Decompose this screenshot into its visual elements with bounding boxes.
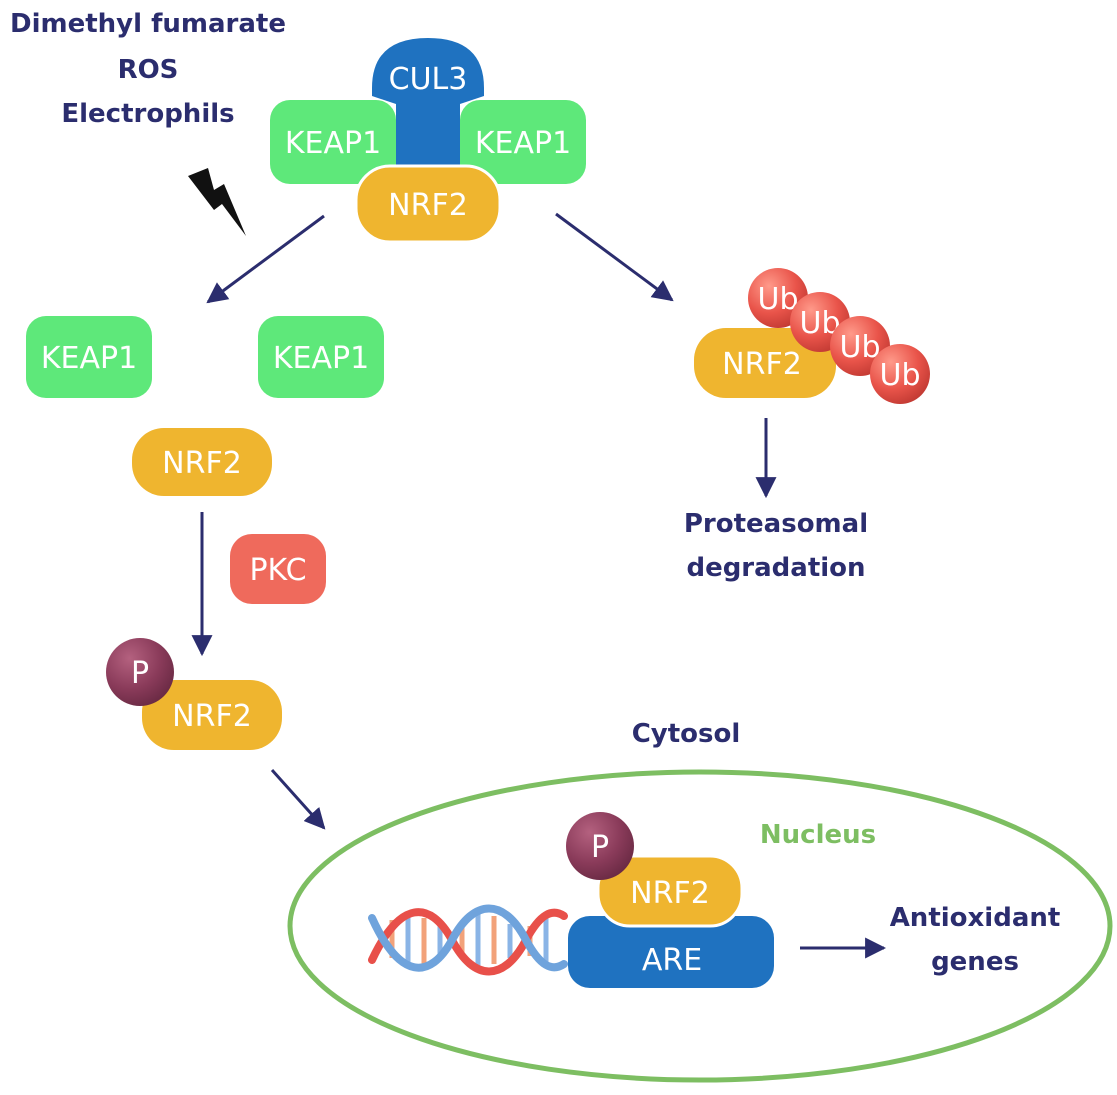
ub-nrf2-label: NRF2	[722, 347, 802, 382]
stressor-ros: ROS	[118, 55, 179, 85]
ubiquitin-4-label: Ub	[879, 358, 920, 393]
ub-nrf2-shape	[694, 328, 836, 398]
free-keap1-a-shape	[26, 316, 152, 398]
antioxidant-label-line2: genes	[931, 947, 1019, 977]
lightning-icon	[188, 168, 246, 236]
dna-helix-icon	[368, 904, 568, 976]
keap1-right-label: KEAP1	[475, 126, 571, 161]
are-shape	[568, 916, 774, 988]
cul3-shape	[372, 38, 484, 174]
nuclear-phosphate-label: P	[591, 830, 609, 865]
degradation-label-line1: Proteasomal	[684, 509, 868, 539]
pkc-shape	[230, 534, 326, 604]
antioxidant-label-line1: Antioxidant	[890, 903, 1061, 933]
ubiquitin-1-label: Ub	[757, 282, 798, 317]
free-nrf2-shape	[132, 428, 272, 496]
stressor-electrophils: Electrophils	[61, 99, 234, 129]
nuclear-nrf2-shape	[596, 854, 744, 928]
cul3-label: CUL3	[389, 62, 468, 97]
keap1-cul3-nrf2-complex: CUL3 KEAP1 KEAP1 NRF2	[270, 38, 586, 244]
are-label: ARE	[642, 943, 702, 978]
phospho-nrf2-shape	[142, 680, 282, 750]
arrow-to-dissociation	[206, 214, 325, 304]
nucleus-membrane	[287, 769, 1113, 1083]
stressor-dimethyl-fumarate: Dimethyl fumarate	[10, 9, 286, 39]
arrow-to-ubiquitination	[555, 212, 674, 302]
free-keap1-a-label: KEAP1	[41, 341, 137, 376]
pkc-label: PKC	[249, 553, 306, 588]
phospho-nrf2-label: NRF2	[172, 699, 252, 734]
nucleus-label: Nucleus	[760, 820, 876, 850]
keap1-left-shape	[270, 100, 396, 184]
nuclear-nrf2-label: NRF2	[630, 876, 710, 911]
phosphate-circle	[106, 638, 174, 706]
stressor-labels: Dimethyl fumarate ROS Electrophils	[10, 9, 286, 129]
free-keap1-b-shape	[258, 316, 384, 398]
ubiquitinated-nrf2: NRF2 Ub Ub Ub Ub	[694, 268, 930, 404]
phosphate-label: P	[131, 656, 149, 691]
ubiquitin-3-label: Ub	[839, 330, 880, 365]
arrow-to-nucleus	[270, 768, 326, 830]
ubiquitin-4-circle	[870, 344, 930, 404]
free-keap1-b-label: KEAP1	[273, 341, 369, 376]
nuclear-phosphate-circle	[566, 812, 634, 880]
keap1-right-shape	[460, 100, 586, 184]
complex-nrf2-label: NRF2	[388, 188, 468, 223]
keap1-left-label: KEAP1	[285, 126, 381, 161]
complex-nrf2-shape	[354, 164, 502, 244]
free-nrf2-label: NRF2	[162, 446, 242, 481]
cytosol-label: Cytosol	[632, 719, 741, 749]
degradation-label-line2: degradation	[686, 553, 865, 583]
